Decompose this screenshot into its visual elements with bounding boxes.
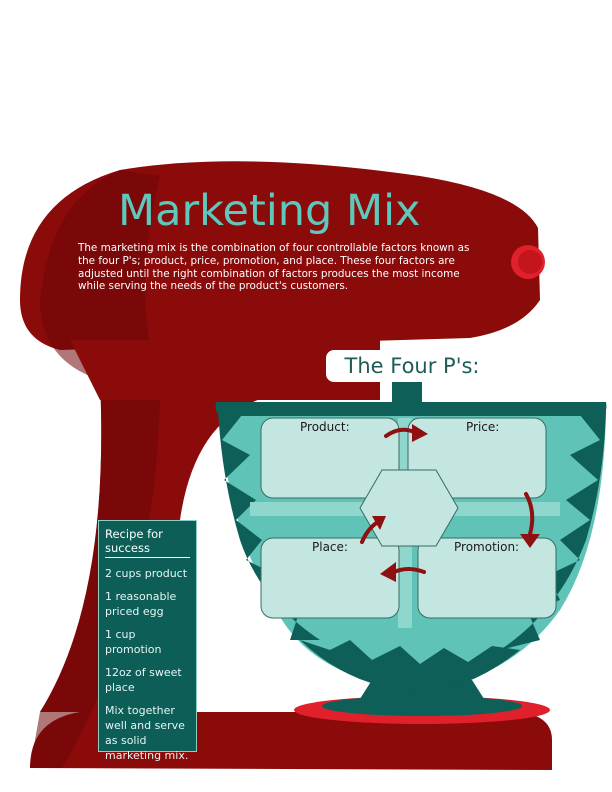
recipe-item: 12oz of sweet place: [105, 666, 182, 694]
mixer-shadow: [30, 170, 160, 768]
four-ps-heading: The Four P's:: [326, 350, 498, 382]
label-product: Product:: [300, 420, 350, 434]
arrow-promotion-to-place-head: [380, 562, 396, 582]
recipe-card: Recipe for success 2 cups product 1 reas…: [98, 520, 197, 762]
box-product: [260, 417, 400, 499]
mixer-hub-inner: [518, 250, 542, 274]
arrow-product-to-price: [384, 427, 416, 438]
label-price: Price:: [466, 420, 500, 434]
mixer-shoulder: [70, 340, 380, 400]
label-place: Place:: [312, 540, 348, 554]
recipe-item: 2 cups product: [105, 567, 188, 580]
arrow-promotion-to-place: [392, 567, 426, 574]
recipe-item: 1 cup promotion: [105, 628, 162, 656]
recipe-title: Recipe for success: [105, 527, 190, 558]
center-hexagon: [359, 469, 459, 547]
box-promotion: [417, 537, 557, 619]
arrow-price-to-promotion: [524, 492, 535, 536]
recipe-item: 1 reasonable priced egg: [105, 590, 177, 618]
bowl-zigzag-bottom: [300, 640, 520, 692]
arrow-product-to-price-head: [412, 424, 428, 442]
beater-shaft: [392, 382, 422, 410]
box-price: [407, 417, 547, 499]
arrow-place-to-product-head: [372, 516, 386, 530]
page-title: Marketing Mix: [118, 186, 421, 236]
recipe-item: Mix together well and serve as solid mar…: [105, 704, 189, 762]
arrow-price-to-promotion-head: [520, 534, 540, 548]
description-text: The marketing mix is the combination of …: [78, 242, 470, 293]
box-place: [260, 537, 400, 619]
label-promotion: Promotion:: [454, 540, 520, 554]
